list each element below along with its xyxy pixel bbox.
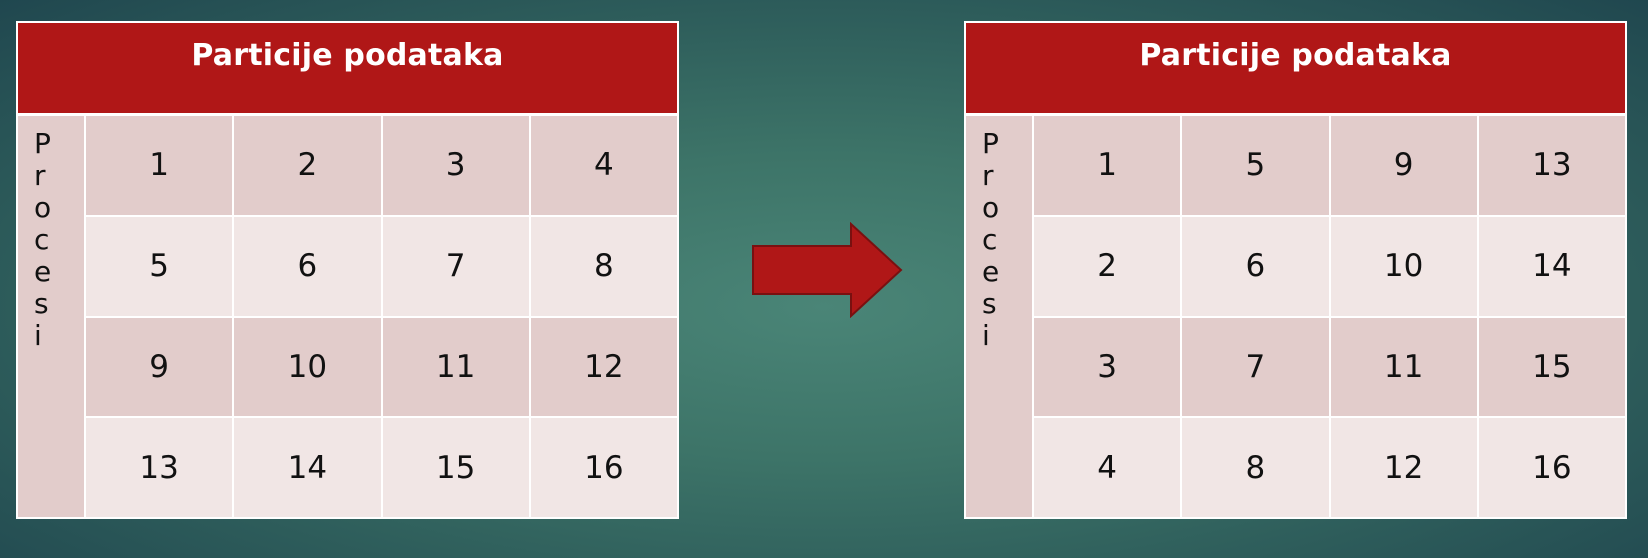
table-cell: 5 <box>1182 116 1329 215</box>
table-cell: 2 <box>1034 216 1181 316</box>
table-cell: 14 <box>1478 216 1625 316</box>
table-cell: 9 <box>86 317 233 417</box>
table-cell: 11 <box>382 317 529 417</box>
table-cell: 2 <box>234 116 381 215</box>
table-cell: 12 <box>530 317 677 417</box>
side-label-letter: P <box>34 127 51 160</box>
side-label-letter: e <box>34 255 52 288</box>
side-label-letter: o <box>982 191 1000 224</box>
side-label-letter: i <box>34 319 42 352</box>
table-cell: 3 <box>382 116 529 215</box>
table-cell: 7 <box>1182 317 1329 417</box>
table-cell: 10 <box>1330 216 1477 316</box>
table-cell: 16 <box>1478 418 1625 517</box>
table-cell: 8 <box>530 216 677 316</box>
table-cell: 15 <box>1478 317 1625 417</box>
table-cell: 9 <box>1330 116 1477 215</box>
table-cell: 6 <box>1182 216 1329 316</box>
side-label-letter: e <box>982 255 1000 288</box>
table-cell: 13 <box>86 418 233 517</box>
side-label-letter: c <box>982 223 998 256</box>
table-cell: 10 <box>234 317 381 417</box>
table-cell: 4 <box>530 116 677 215</box>
side-label-letter: o <box>34 191 52 224</box>
table-cell: 13 <box>1478 116 1625 215</box>
side-label-letter: r <box>982 159 994 192</box>
table-cell: 6 <box>234 216 381 316</box>
table-cell: 7 <box>382 216 529 316</box>
table-cell: 3 <box>1034 317 1181 417</box>
side-label-letter: s <box>982 287 997 320</box>
table-right-title: Particije podataka <box>966 23 1625 113</box>
table-cell: 11 <box>1330 317 1477 417</box>
side-label-letter: s <box>34 287 49 320</box>
side-label-letter: c <box>34 223 50 256</box>
right-arrow-icon <box>752 222 903 318</box>
table-cell: 14 <box>234 418 381 517</box>
side-label-letter: P <box>982 127 999 160</box>
side-label-letter: i <box>982 319 990 352</box>
side-label-letter: r <box>34 159 46 192</box>
table-cell: 1 <box>1034 116 1181 215</box>
table-cell: 16 <box>530 418 677 517</box>
table-cell: 15 <box>382 418 529 517</box>
table-cell: 8 <box>1182 418 1329 517</box>
table-cell: 1 <box>86 116 233 215</box>
table-cell: 12 <box>1330 418 1477 517</box>
table-cell: 5 <box>86 216 233 316</box>
table-cell: 4 <box>1034 418 1181 517</box>
table-left-title: Particije podataka <box>18 23 677 113</box>
